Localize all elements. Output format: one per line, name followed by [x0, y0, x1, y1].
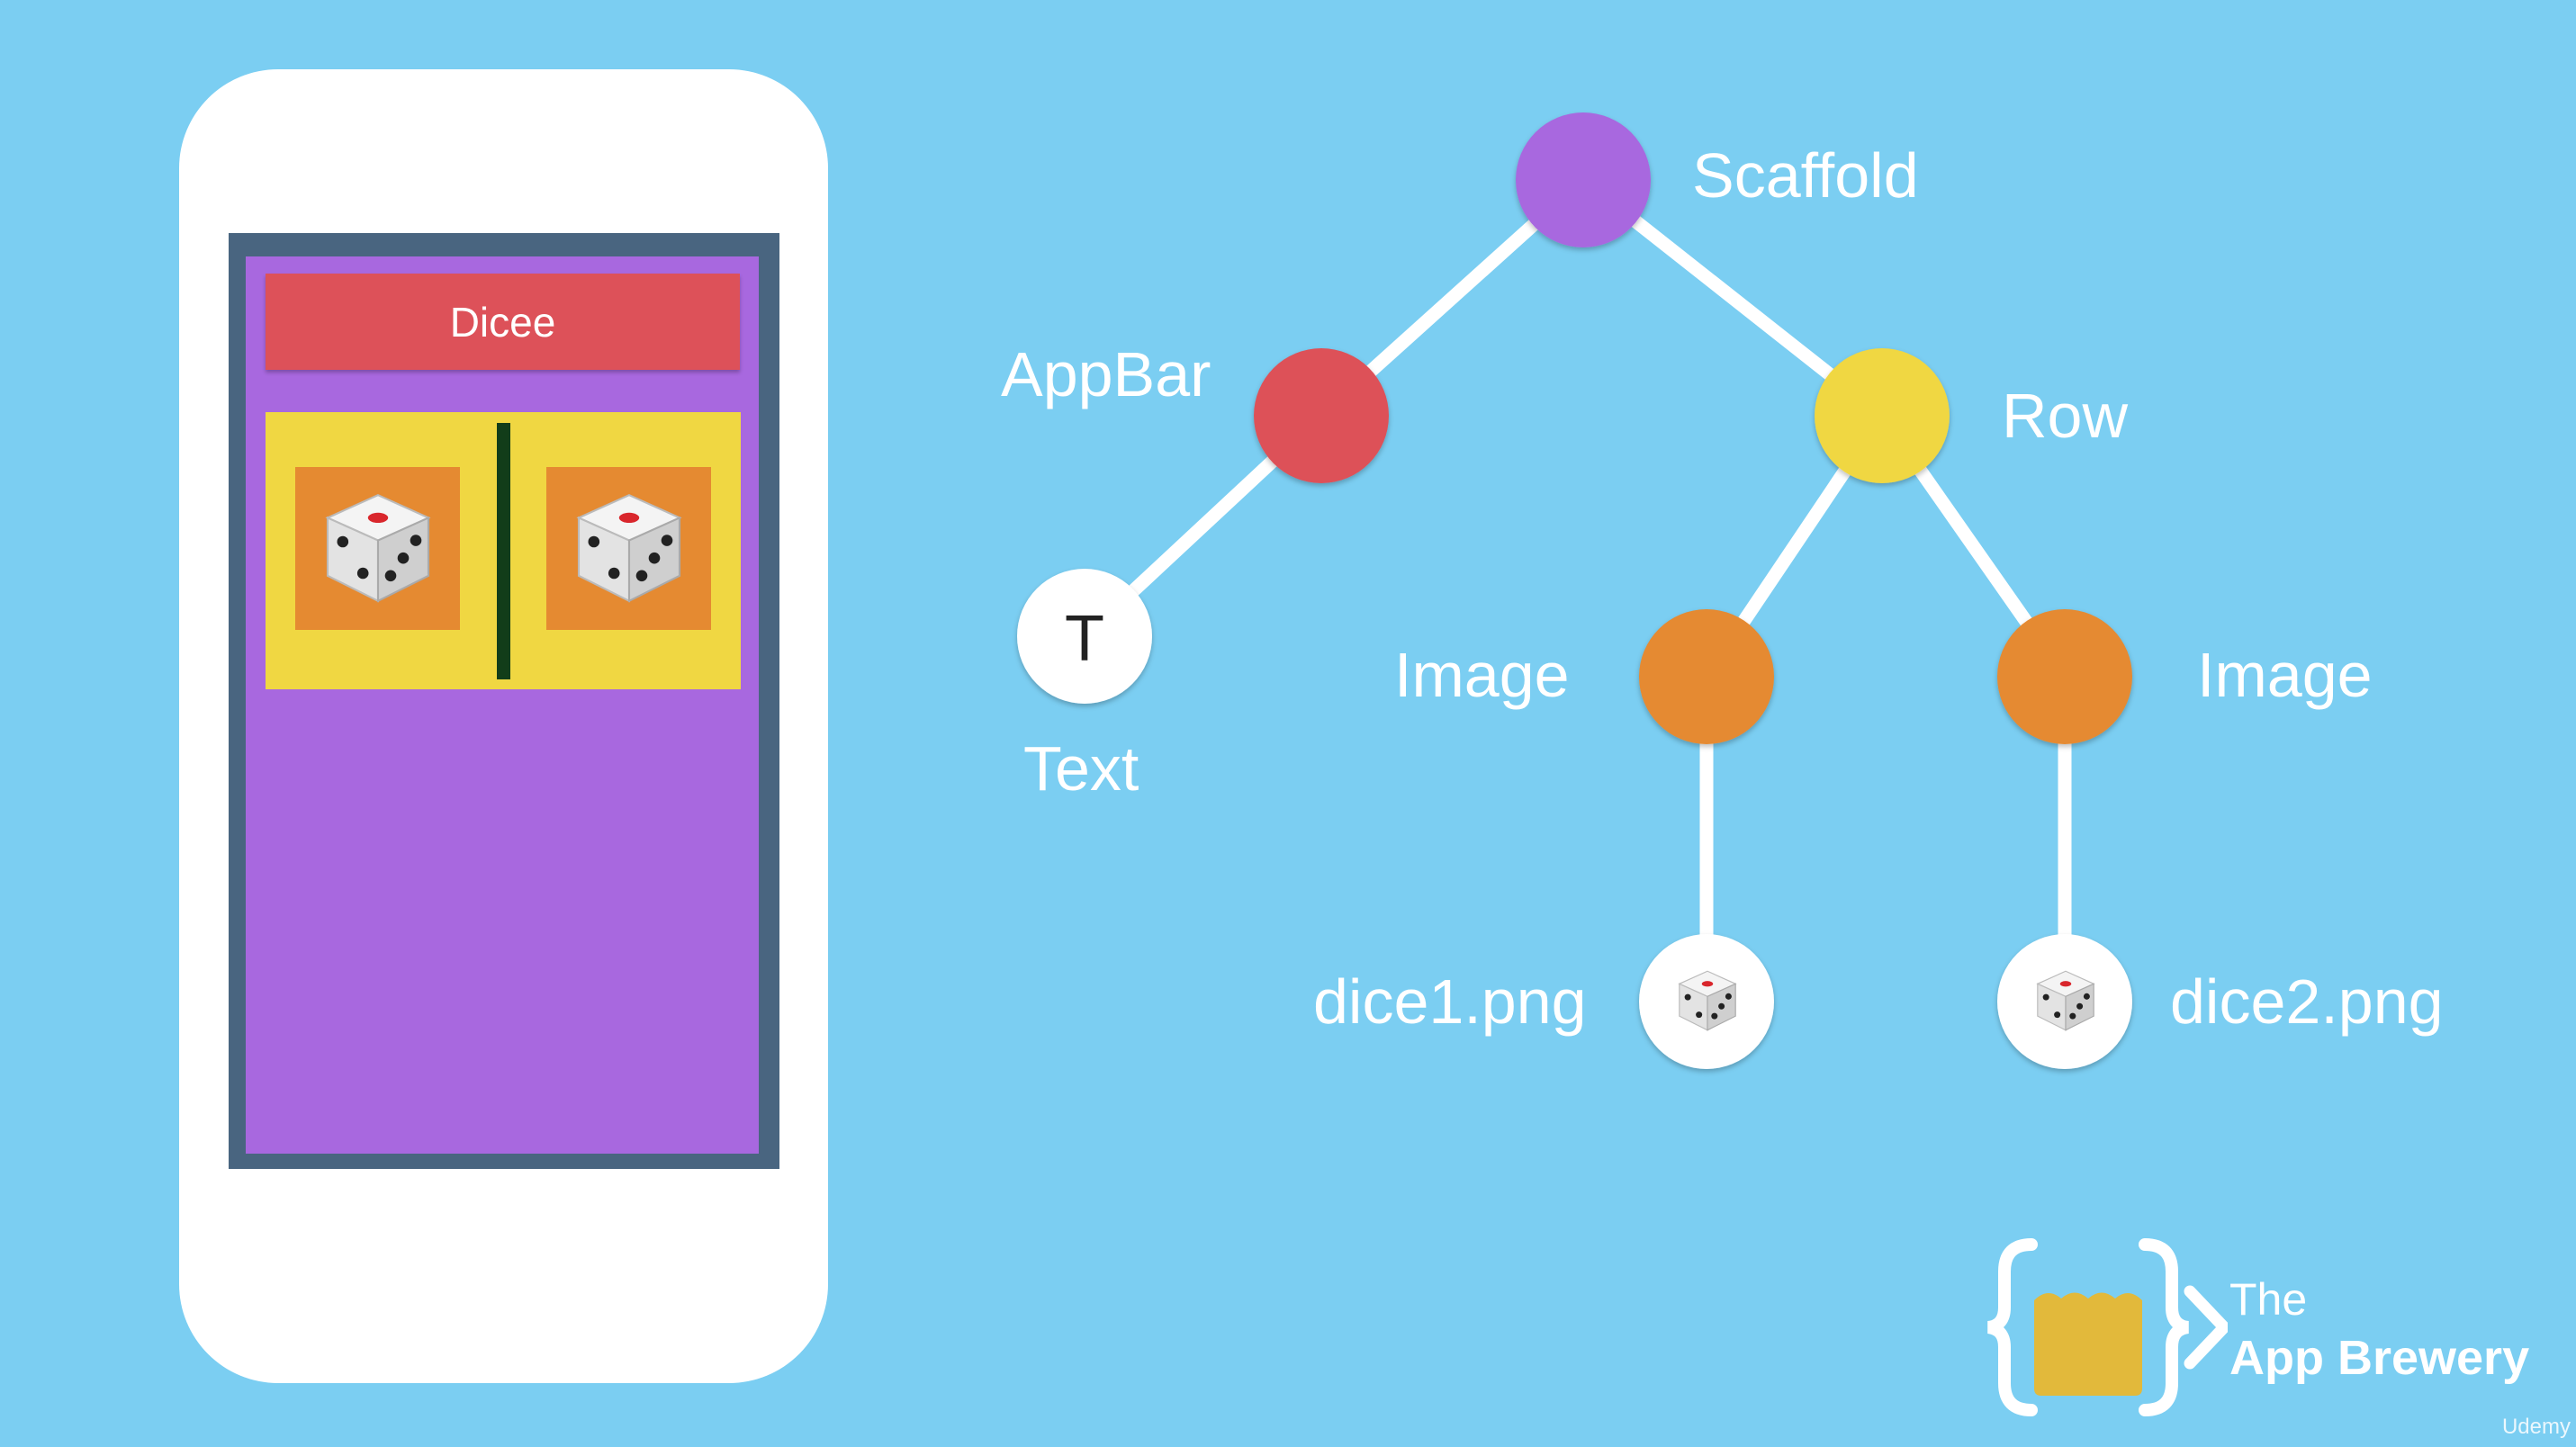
app-bar: Dicee — [266, 274, 740, 370]
label-text: Text — [1023, 733, 1139, 804]
tree-edges — [1077, 173, 2072, 1009]
brewery-logo-icon — [1986, 1238, 2228, 1416]
brand-name: App Brewery — [2229, 1331, 2530, 1385]
brand-the: The — [2229, 1274, 2308, 1325]
udemy-watermark: Udemy — [2501, 1415, 2571, 1439]
node-appbar — [1254, 348, 1389, 483]
node-row — [1815, 348, 1950, 483]
node-scaffold — [1516, 112, 1651, 247]
dice-image-right — [546, 467, 711, 630]
app-brewery-logo: The App Brewery — [1985, 1237, 2552, 1417]
label-row: Row — [2002, 381, 2129, 451]
label-scaffold: Scaffold — [1692, 140, 1919, 211]
label-appbar: AppBar — [1001, 339, 1211, 409]
dice-icon — [325, 494, 431, 603]
dice-row — [266, 412, 741, 689]
label-dice1: dice1.png — [1313, 966, 1587, 1037]
app-bar-title: Dicee — [449, 298, 556, 346]
label-image-right: Image — [2197, 640, 2373, 710]
label-dice2: dice2.png — [2170, 966, 2444, 1037]
dice-image-left — [295, 467, 460, 630]
row-divider — [497, 423, 510, 679]
phone-screen: Dicee — [229, 233, 779, 1169]
scaffold-area: Dicee — [246, 256, 759, 1154]
node-text — [1017, 569, 1152, 704]
node-image-left — [1639, 609, 1774, 744]
node-image-right — [1997, 609, 2132, 744]
label-image-left: Image — [1394, 640, 1570, 710]
dice-icon — [576, 494, 682, 603]
node-text-glyph: T — [1065, 603, 1104, 675]
